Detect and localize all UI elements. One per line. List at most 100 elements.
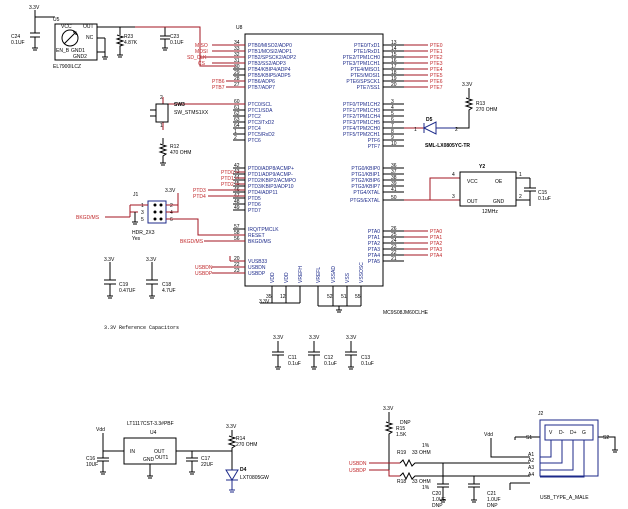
u8-left-pin-label: PTC1/SDA <box>248 108 273 114</box>
r19-pct: 1% <box>422 443 430 449</box>
u4-pin-out: OUT <box>154 449 165 455</box>
c21-ref: C21 <box>487 491 496 497</box>
r23-val: 4.87K <box>124 40 138 46</box>
sw3-body <box>155 103 169 123</box>
u8-bottom-pin-label: VSS <box>345 272 351 283</box>
u8-left-pin-label: PTD6 <box>248 202 261 208</box>
j1-part: HDR_2X3 <box>132 230 155 236</box>
u8-bottom-pin-num: 55 <box>355 294 361 300</box>
u8-right-pin-label: PTA4 <box>368 253 380 259</box>
r23-ref: R23 <box>124 34 133 40</box>
net-pte0: PTE0 <box>430 43 443 49</box>
r12-val: 470 OHM <box>170 150 191 156</box>
u5-part: EL7900ILCZ <box>53 64 81 70</box>
net-usbdn-u8: USBDN <box>195 265 213 271</box>
u8-bottom-pin-num: 51 <box>341 294 347 300</box>
u8-right-pin-label: PTF7 <box>368 144 380 150</box>
decoupling-caps: 3.3V C11 0.1uF 3.3V C12 0.1uF 3.3V C13 0… <box>272 335 374 370</box>
c13-val: 0.1uF <box>361 361 374 367</box>
j1-pin5: 5 <box>141 217 144 223</box>
u8-left-pin-label: PTC0/SCL <box>248 102 272 108</box>
u5-pin-gnd2: GND2 <box>73 54 87 60</box>
j1-ref: J1 <box>133 192 139 198</box>
u8-right-pin-label: PTA2 <box>368 241 380 247</box>
u8-left-pin-label: PTB0/MISO2/ADP0 <box>248 43 292 49</box>
ref-caps: 3.3V C19 0.47UF 3.3V C18 4.7UF 3.3V Refe… <box>104 257 179 331</box>
y2-pin-gnd: GND <box>493 199 505 205</box>
u8-left-pin-num: 49 <box>234 205 240 211</box>
net-pte6: PTE6 <box>430 79 443 85</box>
u5-ref: U5 <box>53 17 60 23</box>
c11-ref: C11 <box>288 355 297 361</box>
d5-ref: D5 <box>426 117 433 123</box>
u8-bottom-pin-label: VSSAD <box>331 266 337 283</box>
u8-right-pin-num: 38 <box>391 175 397 181</box>
u8-left-pin-label: PTD4/ADP11 <box>248 190 278 196</box>
u8-right-pin-num: 26 <box>391 226 397 232</box>
c19-val: 0.47UF <box>119 288 135 294</box>
j1-pin6: 6 <box>170 217 173 223</box>
net-usbdp-u8: USBDP <box>195 271 213 277</box>
r13-vcc: 3.3V <box>462 82 473 88</box>
u8-bottom-pin-label: VREFH <box>298 266 304 283</box>
u8-left-pin-num: 61 <box>234 105 240 111</box>
c18-vcc: 3.3V <box>146 257 157 263</box>
y2-num4: 4 <box>452 172 455 178</box>
u4-pin-out1: OUT1 <box>155 455 169 461</box>
net-ptb7: PTB7 <box>212 85 225 91</box>
u8-right-pin-num: 18 <box>391 70 397 76</box>
u8-right-pin-label: PTE7/SS1 <box>357 85 381 91</box>
u8-right-pin-label: PTG4/XTAL <box>353 190 380 196</box>
u8-left-pin-label: PTD2/KBIP2/ACMPO <box>248 178 296 184</box>
c18-val: 4.7UF <box>162 288 176 294</box>
net-miso: MISO <box>195 43 208 49</box>
j1-bkgd-net: BKGD/MS <box>76 215 100 221</box>
r13-d5: 3.3V R13 270 OHM D5 1 2 SML-LX0805YC-TR <box>404 82 497 149</box>
u8-right-pin-num: 3 <box>391 99 394 105</box>
u8-left-pin-num: 58 <box>234 230 240 236</box>
y2-oscillator: Y2 VCC OE OUT GND 4 1 3 2 12MHz C15 0.1u… <box>404 164 551 215</box>
c12-vcc: 3.3V <box>309 335 320 341</box>
u8-right-pin-label: PTG5/EXTAL <box>350 198 380 204</box>
u5-body <box>54 23 98 61</box>
j1-pin3: 3 <box>141 210 144 216</box>
u8-left-pin-label: PTD5 <box>248 196 261 202</box>
c19-ref: C19 <box>119 282 128 288</box>
d5-pin2: 2 <box>455 127 458 133</box>
j2-body <box>539 419 599 477</box>
u8-right-pin-label: PTE4/MISO1 <box>351 67 381 73</box>
u8-left-pin-num: 22 <box>234 262 240 268</box>
u8-right-pin-num: 17 <box>391 64 397 70</box>
u8-left-pin-label: USBDN <box>248 265 266 271</box>
c21-val: 1.0UF <box>487 497 501 503</box>
u4-pin-in: IN <box>130 449 135 455</box>
net-bkgd: BKGD/MS <box>180 239 204 245</box>
u8-left-pin-label: PTB6/ADP6 <box>248 79 275 85</box>
u8-left-pin-label: PTD1/ADP9/ACMP- <box>248 172 293 178</box>
u8-left-pin-label: BKGD/MS <box>248 239 272 245</box>
sw3-part: SW_STMS1XX <box>174 110 209 116</box>
u8-right-pin-num: 15 <box>391 52 397 58</box>
y2-num3: 3 <box>452 194 455 200</box>
y2-ref: Y2 <box>479 164 485 170</box>
u8-left-pin-label: PTC3/TxD2 <box>248 120 274 126</box>
net-mosi: MOSI <box>195 49 208 55</box>
r19-ref: R19 <box>397 450 406 456</box>
c11-val: 0.1uF <box>288 361 301 367</box>
usb-nets-u8: USBDN USBDP <box>195 256 245 277</box>
u8-left-pin-label: PTB1/MOSI2/ADP1 <box>248 49 292 55</box>
c19-vcc: 3.3V <box>104 257 115 263</box>
u8-left-pin-num: 42 <box>234 163 240 169</box>
y2-pin-out: OUT <box>467 199 478 205</box>
u4-vdd: Vdd <box>96 427 105 433</box>
d5-part: SML-LX0805YC-TR <box>425 143 470 149</box>
c23-val: 0.1UF <box>170 40 184 46</box>
c13-vcc: 3.3V <box>346 335 357 341</box>
u5-pin-vcc: VCC <box>61 24 72 30</box>
cap-c13: 3.3V C13 0.1uF <box>345 335 374 370</box>
net-usbdn: USBDN <box>349 461 367 467</box>
net-ptd3: PTD3 <box>193 188 206 194</box>
net-ptd4: PTD4 <box>193 194 206 200</box>
j1-yes: Yes <box>132 236 141 242</box>
c24-ref: C24 <box>11 34 20 40</box>
